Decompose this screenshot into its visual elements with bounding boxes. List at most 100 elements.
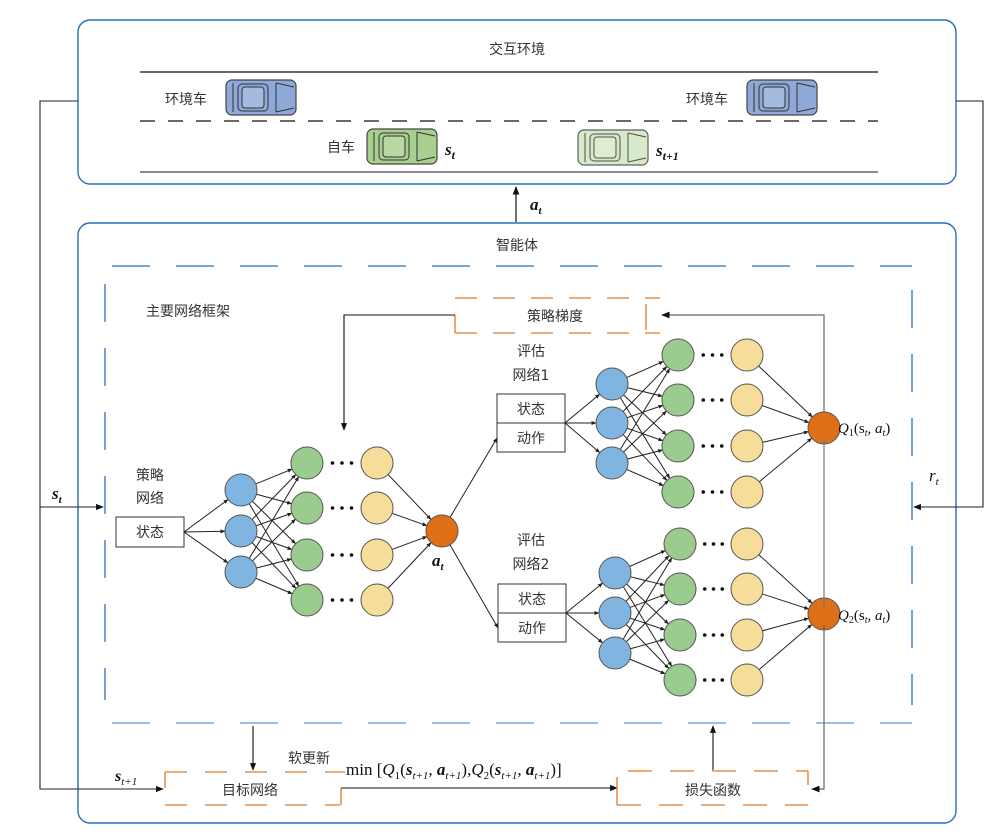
target-network-label: 目标网络 [222,783,278,799]
hidden-edge [626,404,664,419]
agent-title: 智能体 [496,238,538,254]
actor-hidden-layer-node [290,446,324,480]
hidden-edge [630,638,666,650]
critic1-last-hidden-node [730,338,764,372]
hidden-edge [629,550,666,567]
ellipsis-dot [340,461,344,465]
ellipsis-dot [720,678,725,682]
loss-function-label: 损失函数 [685,783,741,799]
ellipsis-dot [340,553,344,557]
hidden-edge [629,594,666,608]
critic2-input-action: 动作 [518,621,546,637]
policy-network-title-2: 网络 [136,491,164,507]
ellipsis-dot [711,542,716,546]
target-network-box: 目标网络 [164,771,345,806]
hidden-edge [255,577,293,595]
env-car-left-icon [225,79,297,116]
hidden-edge [623,410,667,453]
output-edge [762,617,810,632]
q-to-loss-arrow [811,625,825,793]
critic1-input-state: 状态 [517,402,545,418]
output-edge [387,474,432,520]
critic1-output-node [807,411,841,445]
ellipsis-dot [701,444,706,448]
hidden-edge [252,500,296,545]
ego-car-next-ghost-icon [577,129,649,166]
ellipsis-dot [719,398,724,402]
input-edge [564,393,601,424]
ellipsis-dot [702,678,707,682]
hidden-edge [626,468,664,487]
critic2-input-state: 状态 [518,592,546,608]
ellipsis-dot [719,490,724,494]
hidden-edge [622,586,673,667]
input-edge [564,422,601,454]
action-label: at [530,195,543,217]
ellipsis-dot [711,678,716,682]
actor-to-critic1-edge [449,437,498,518]
output-edge [761,404,810,424]
input-edge [565,582,603,614]
actor-input-layer-node [224,555,258,589]
critic1-input-layer-node [595,367,629,401]
ellipsis-dot [702,542,707,546]
q2-label: Q2(st, at) [838,608,890,626]
input-edge [183,531,229,564]
min-q-expression: min [Q1(st+1, at+1),Q2(st+1, at+1)] [346,760,562,782]
reward-feedback-line [913,100,984,511]
critic1-last-hidden-node [730,383,764,417]
hidden-edge [622,434,668,481]
ellipsis-dot [340,506,344,510]
output-edge [762,593,810,610]
policy-gradient-to-actor-arrow [340,314,455,431]
hidden-edge [255,468,293,485]
actor-last-hidden-node [360,583,394,617]
actor-last-hidden-node [360,491,394,525]
soft-update-label: 软更新 [288,751,330,767]
hidden-edge [629,617,666,631]
critic1-title-2: 网络1 [513,368,550,384]
ellipsis-dot [720,633,725,637]
ellipsis-dot [340,598,344,602]
next-state-feedback-line [39,507,164,793]
ellipsis-dot [711,633,716,637]
hidden-edge [626,360,664,379]
state-feedback-line [39,100,104,511]
critic1-input-layer-node [595,406,629,440]
environment-panel: 交互环境 环境车 环境车 自车 st st+1 [77,19,957,185]
env-car-left-label: 环境车 [165,91,207,108]
actor-input-layer-node [224,514,258,548]
ellipsis-dot [719,444,724,448]
hidden-edge [630,576,665,587]
ellipsis-dot [710,490,715,494]
critic2-hidden-layer-node [663,663,697,697]
hidden-edge [627,387,663,398]
policy-gradient-box: 策略梯度 [454,297,660,334]
hidden-edge [623,394,667,436]
loss-function-box: 损失函数 [616,770,809,806]
ego-car-icon [366,128,438,165]
agent-frame [77,222,957,824]
ellipsis-dot [701,490,706,494]
ego-car-label: 自车 [327,139,355,156]
q1-label: Q1(st, at) [838,421,890,439]
output-edge [758,365,813,418]
critic2-input-layer-node [598,556,632,590]
ellipsis-dot [330,598,335,602]
env-car-right-icon [746,79,818,116]
ego-state-label: st [444,140,456,162]
actor-last-hidden-node [360,538,394,572]
policy-input-label: 状态 [136,525,164,541]
agent-panel: 智能体 主要网络框架 策略梯度 策略 网络 状态 评估 网络1 状态 动作 评估 [77,222,957,824]
main-frame-label: 主要网络框架 [146,304,230,320]
ellipsis-dot [330,553,335,557]
hidden-edge [625,555,670,602]
ellipsis-dot [701,353,706,357]
hidden-edge [622,557,673,640]
ellipsis-dot [719,353,724,357]
critic2-input-layer-node [598,596,632,630]
critic2-last-hidden-node [730,572,764,606]
hidden-edge [255,535,293,551]
ellipsis-dot [349,553,354,557]
ellipsis-dot [349,598,354,602]
